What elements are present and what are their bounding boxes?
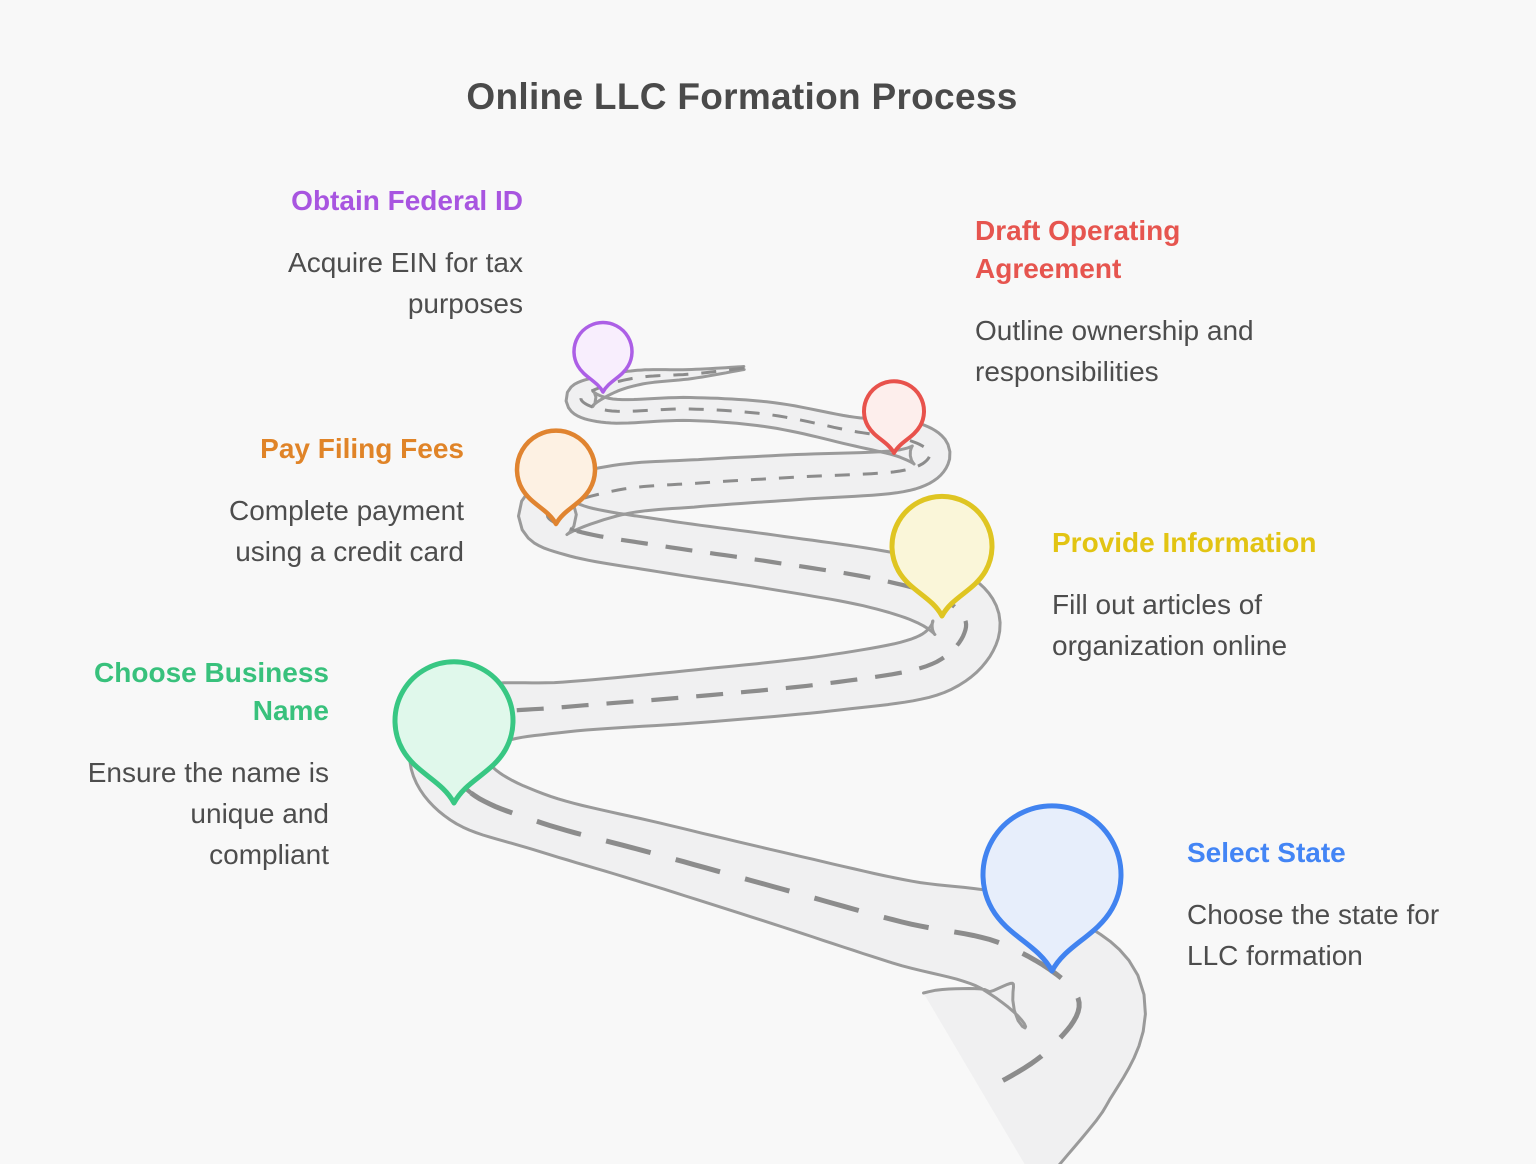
step-obtain-federal-id: Obtain Federal ID Acquire EIN for tax pu… — [243, 182, 523, 324]
road-edge-right — [483, 368, 1147, 1164]
step-draft-operating-agreement: Draft Operating Agreement Outline owners… — [975, 212, 1255, 392]
step-title: Pay Filing Fees — [260, 433, 464, 464]
map-pin-icon — [980, 803, 1124, 974]
step-title: Draft Operating Agreement — [975, 215, 1181, 284]
step-select-state: Select State Choose the state for LLC fo… — [1187, 834, 1487, 976]
pin-obtain-federal-id — [572, 320, 634, 394]
step-description: Complete payment using a credit card — [228, 495, 464, 567]
pin-choose-business-name — [392, 659, 516, 806]
step-title: Provide Information — [1052, 527, 1317, 558]
step-title: Choose Business Name — [94, 657, 329, 726]
pin-pay-filing-fees — [514, 428, 598, 527]
map-pin-icon — [862, 379, 926, 455]
map-pin-icon — [514, 428, 598, 527]
pins — [392, 320, 1124, 974]
road-center-dashes-1 — [545, 366, 932, 533]
map-pin-icon — [392, 659, 516, 806]
step-choose-business-name: Choose Business Name Ensure the name is … — [71, 654, 329, 875]
step-provide-information: Provide Information Fill out articles of… — [1052, 524, 1352, 666]
road-center-dashes-3 — [469, 790, 1082, 1095]
step-description: Acquire EIN for tax purposes — [288, 247, 523, 319]
map-pin-icon — [572, 320, 634, 394]
map-pin-icon — [889, 493, 995, 619]
step-description: Ensure the name is unique and compliant — [87, 757, 329, 870]
step-title: Select State — [1187, 837, 1346, 868]
road-edge-left — [408, 365, 1028, 1030]
road — [408, 365, 1147, 1164]
step-description: Outline ownership and responsibilities — [975, 315, 1254, 387]
pin-provide-information — [889, 493, 995, 619]
step-title: Obtain Federal ID — [291, 185, 523, 216]
page-title: Online LLC Formation Process — [466, 76, 1018, 117]
step-pay-filing-fees: Pay Filing Fees Complete payment using a… — [179, 430, 464, 572]
road-surface — [409, 366, 1146, 1164]
step-description: Choose the state for LLC formation — [1187, 899, 1440, 971]
step-description: Fill out articles of organization online — [1052, 589, 1288, 661]
pin-draft-operating-agreement — [862, 379, 926, 455]
pin-select-state — [980, 803, 1124, 974]
